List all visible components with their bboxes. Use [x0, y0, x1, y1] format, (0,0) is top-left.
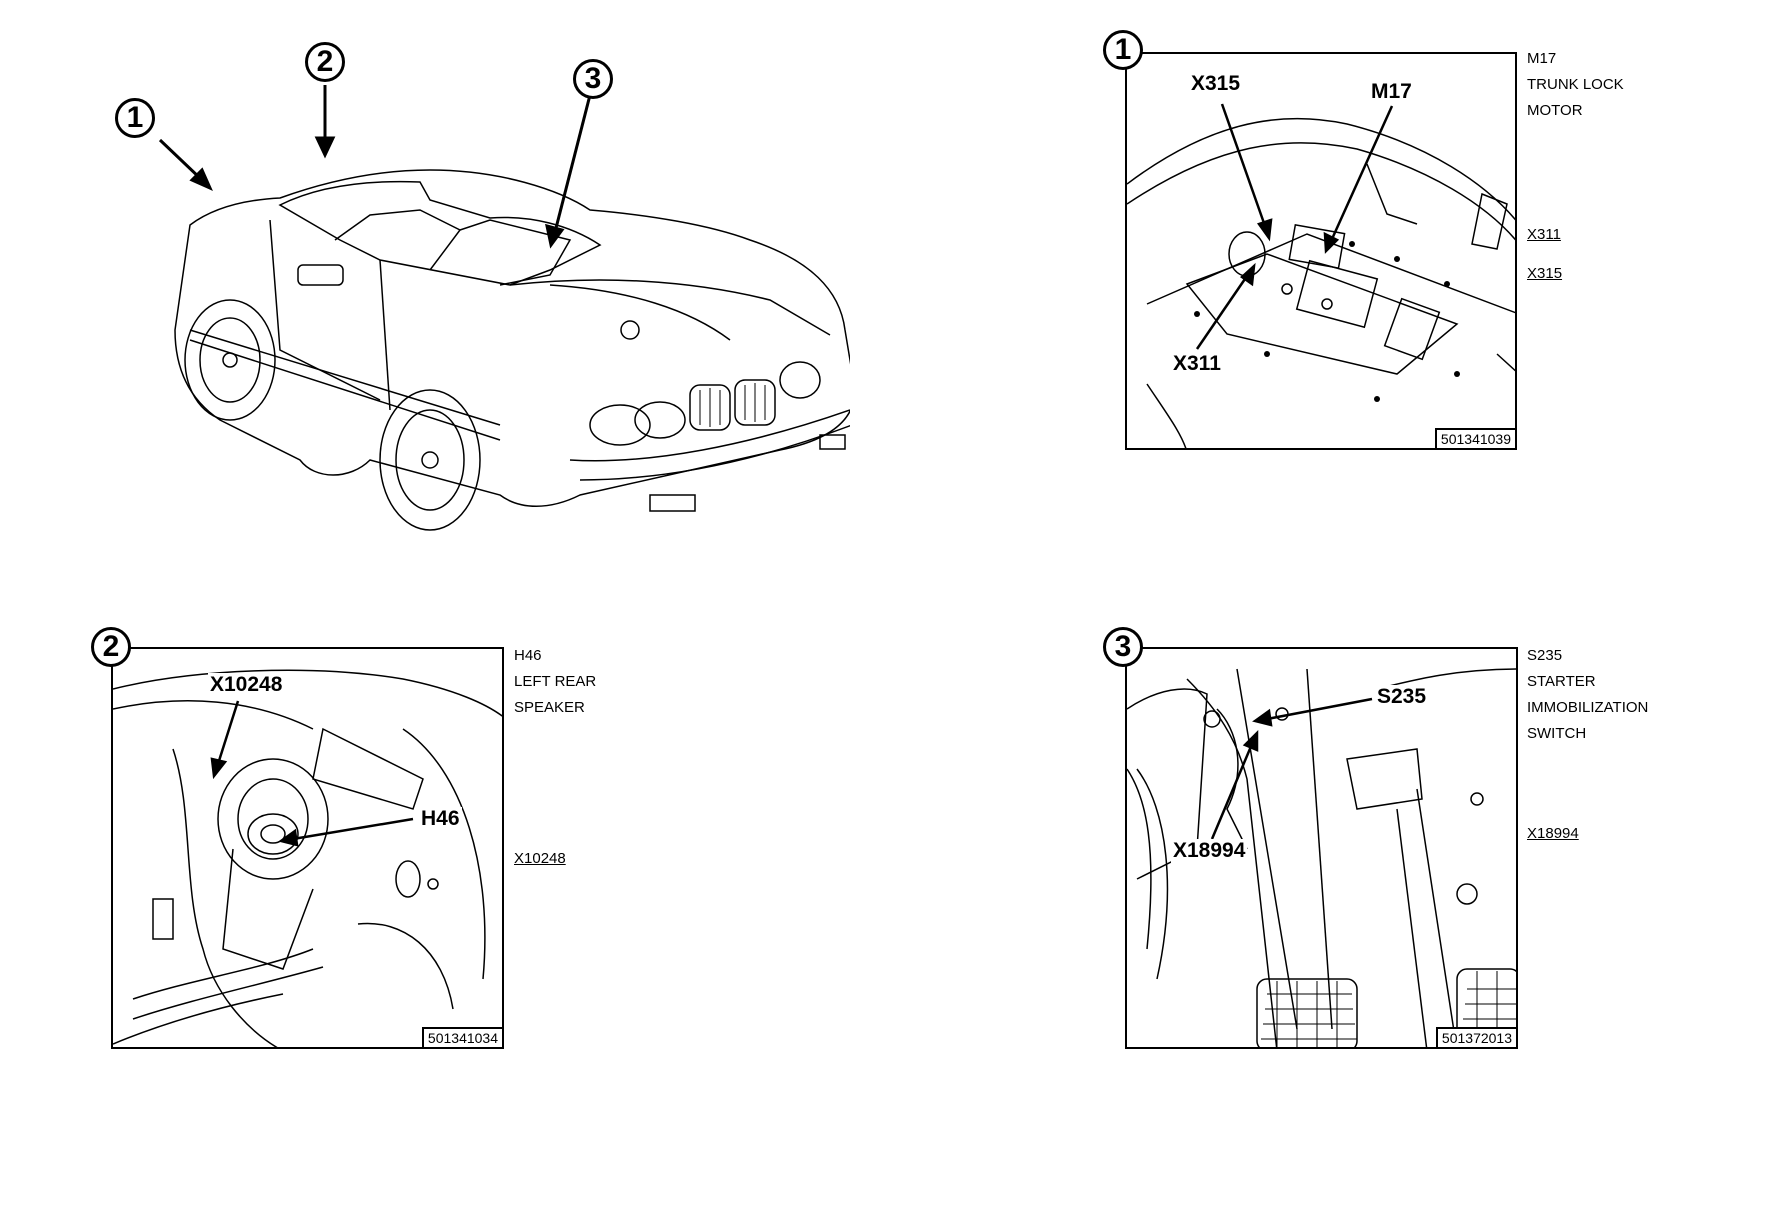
reference-number: 501372013 — [1435, 1027, 1516, 1047]
panel-callout-1: 1 — [1103, 30, 1143, 70]
speaker-drawing — [113, 669, 502, 1047]
label-x311: X311 — [1171, 352, 1223, 376]
connector-ref-x18994: X18994 — [1527, 825, 1579, 842]
trunk-lock-drawing — [1127, 103, 1515, 448]
reference-number: 501341039 — [1434, 428, 1515, 448]
label-x18994: X18994 — [1171, 839, 1248, 863]
connector-ref-x315: X315 — [1527, 265, 1563, 282]
component-description-s235: S235 STARTER IMMOBILIZATION SWITCH — [1527, 647, 1649, 742]
detail-panel-1: X315 M17 X311 501341039 — [1125, 52, 1517, 450]
connector-ref-x311: X311 — [1527, 226, 1561, 243]
detail-panel-3: S235 X18994 501372013 — [1125, 647, 1518, 1049]
component-description-m17: M17 TRUNK LOCK MOTOR — [1527, 50, 1624, 119]
reference-number: 501341034 — [421, 1027, 502, 1047]
panel-callout-3: 3 — [1103, 627, 1143, 667]
overview-callout-3: 3 — [573, 59, 613, 99]
component-description-h46: H46 LEFT REAR SPEAKER — [514, 647, 597, 716]
panel-callout-2: 2 — [91, 627, 131, 667]
label-m17: M17 — [1369, 80, 1414, 104]
label-x315: X315 — [1189, 72, 1243, 96]
label-h46: H46 — [419, 807, 462, 831]
overview-callout-2: 2 — [305, 42, 345, 82]
detail-panel-2: X10248 H46 501341034 — [111, 647, 504, 1049]
overview-callout-1: 1 — [115, 98, 155, 138]
connector-ref-x10248: X10248 — [514, 850, 566, 867]
label-s235: S235 — [1375, 685, 1429, 709]
label-x10248: X10248 — [208, 673, 285, 697]
overview-car-figure: 1 2 3 — [115, 40, 856, 580]
car-drawing — [158, 85, 856, 531]
